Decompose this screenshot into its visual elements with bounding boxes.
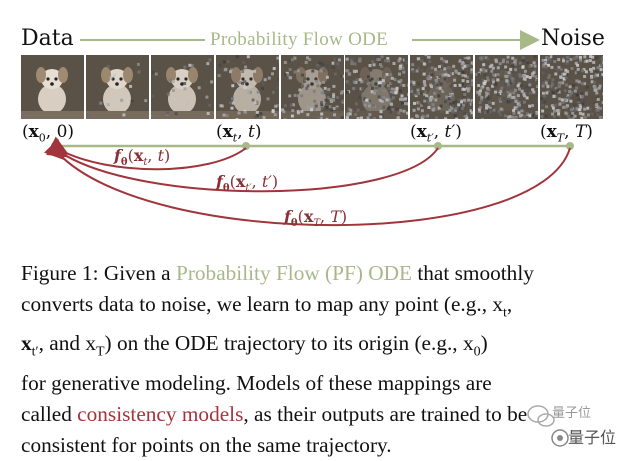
point-label-x0: (x0, 0) — [22, 121, 74, 149]
watermark-text-2: 量子位 — [568, 424, 616, 448]
label-noise: Noise — [541, 26, 605, 52]
figure-diagram: Data Probability Flow ODE Noise (x0, 0) … — [0, 0, 640, 250]
trajectory-frame-5 — [281, 55, 344, 119]
point-label-xtp: (xt′, t′) — [410, 121, 462, 149]
point-label-xT: (xT, T) — [540, 121, 593, 149]
label-pf-ode: Probability Flow ODE — [210, 28, 388, 52]
trajectory-frame-8 — [475, 55, 538, 119]
trajectory-frame-2 — [86, 55, 149, 119]
function-label-ft: fθ(xt, t) — [114, 146, 170, 173]
caption-line-2: converts data to noise, we learn to map … — [21, 289, 621, 328]
pf-ode-highlight: Probability Flow (PF) ODE — [176, 261, 412, 285]
consistency-models-highlight: consistency models — [77, 402, 243, 426]
trajectory-frame-6 — [345, 55, 408, 119]
trajectory-frame-9 — [540, 55, 603, 119]
trajectory-frame-7 — [410, 55, 473, 119]
function-label-ftp: fθ(xt′, t′) — [216, 172, 278, 199]
caption-line-3: xt′, and xT) on the ODE trajectory to it… — [21, 328, 621, 367]
watermark-text-1: 量子位 — [552, 402, 591, 421]
caption-line-1: Figure 1: Given a Probability Flow (PF) … — [21, 258, 621, 289]
caption-line-4: for generative modeling. Models of these… — [21, 368, 621, 399]
trajectory-frame-1 — [21, 55, 84, 119]
image-frames-strip — [21, 55, 605, 119]
function-label-fT: fθ(xT, T) — [284, 207, 347, 234]
trajectory-frame-3 — [151, 55, 214, 119]
trajectory-frame-4 — [216, 55, 279, 119]
label-data: Data — [21, 26, 74, 52]
point-label-xt: (xt, t) — [216, 121, 262, 149]
